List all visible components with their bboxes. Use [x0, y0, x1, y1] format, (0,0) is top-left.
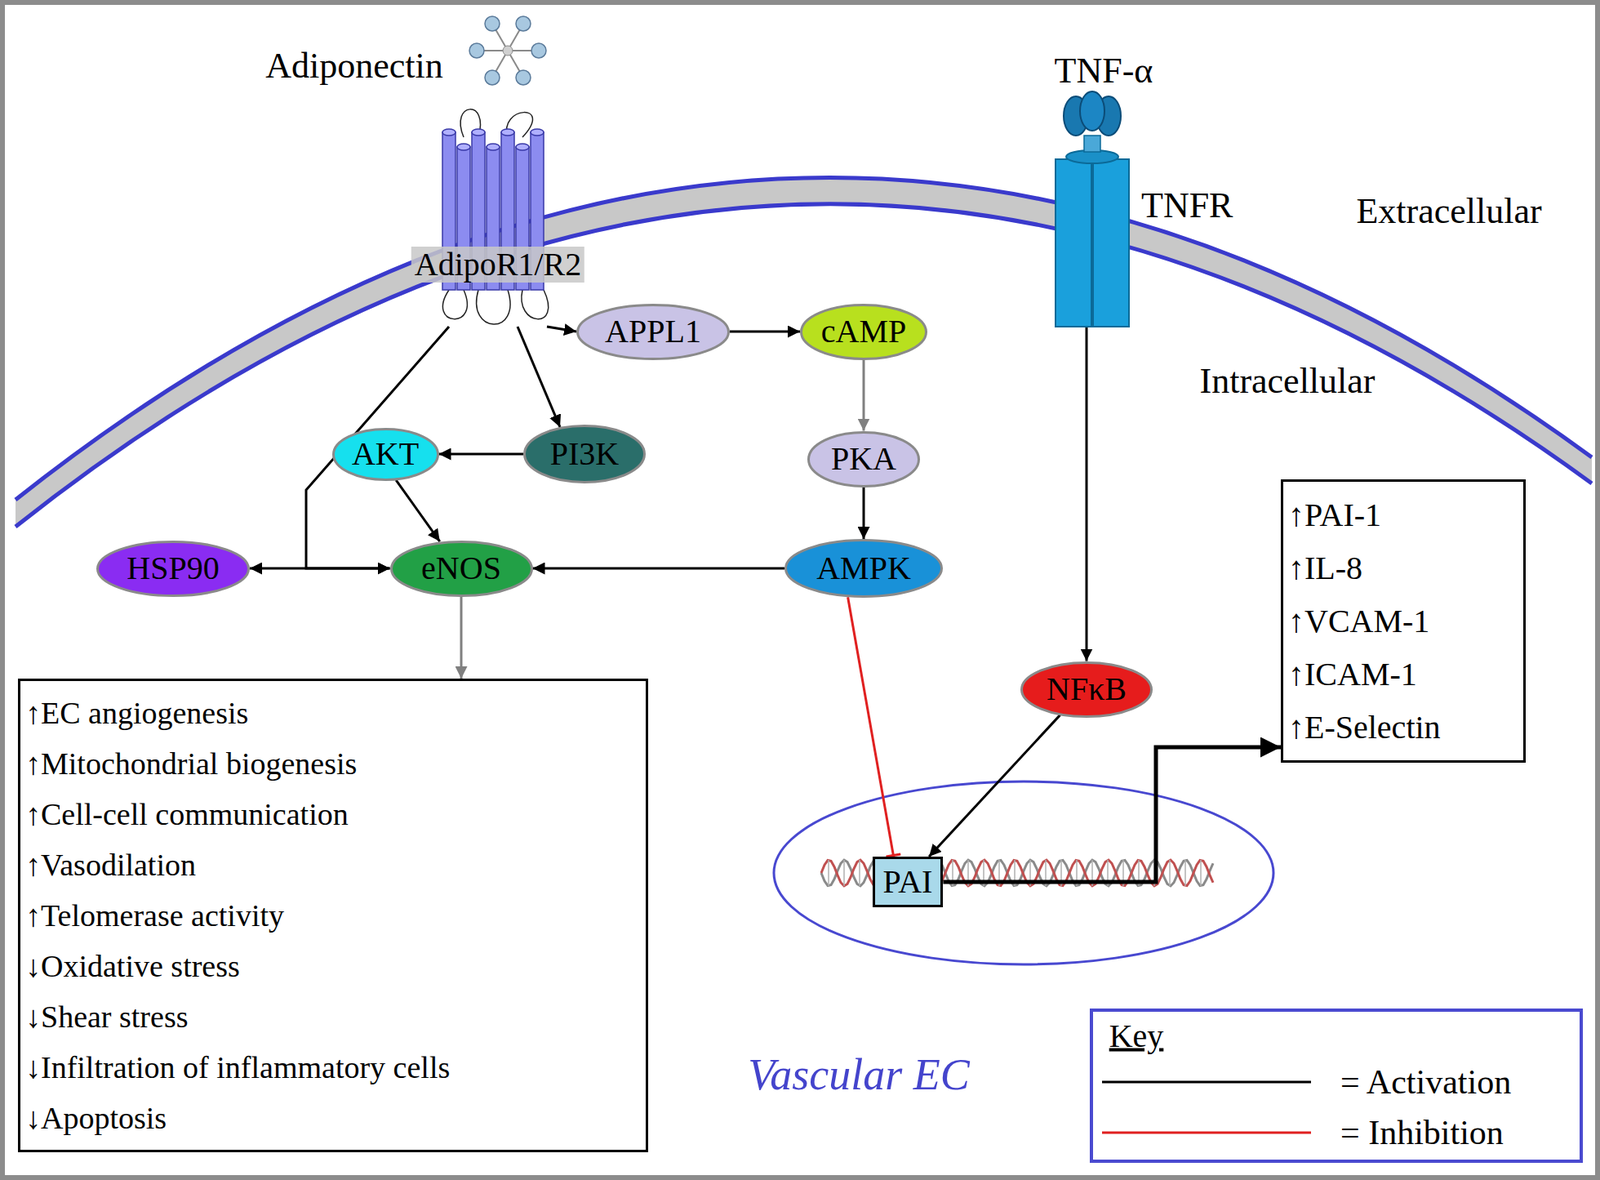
molecule-label: Adiponectin	[265, 44, 444, 87]
activation-connector	[533, 567, 786, 570]
signal-ellipse: PI3K	[523, 424, 646, 484]
activation-connector	[306, 326, 449, 569]
legend-line-sample	[1102, 1124, 1316, 1141]
tnf-alpha-trimer	[1063, 91, 1121, 136]
activation-connector	[862, 487, 866, 540]
legend-text: = Inhibition	[1340, 1112, 1504, 1152]
dna-rung	[1184, 859, 1187, 886]
node-text: eNOS	[421, 550, 502, 587]
activation-connector	[439, 453, 525, 456]
node-text: AKT	[351, 435, 419, 472]
dna-rung	[827, 859, 830, 886]
node-text: ↓Oxidative stress	[25, 940, 636, 992]
node-text: cAMP	[821, 313, 907, 350]
activation-connector	[928, 715, 1061, 857]
node-text: HSP90	[126, 550, 219, 587]
node-text: ↑EC angiogenesis	[25, 687, 636, 738]
node-text: AMPK	[816, 550, 912, 587]
node-text: ↓Shear stress	[25, 991, 636, 1042]
inhibition-connector	[848, 596, 894, 857]
signal-ellipse: HSP90	[96, 540, 250, 597]
activation-connector	[460, 596, 463, 680]
node-text: TNFR	[1141, 186, 1233, 226]
dna-rung	[1168, 859, 1171, 886]
legend-text: = Activation	[1340, 1062, 1512, 1102]
adiponectin-receptor: AdipoR1/R2	[400, 122, 596, 327]
dna-rung	[843, 859, 845, 886]
membrane-band	[15, 177, 1592, 527]
activation-connector	[942, 746, 1281, 882]
signal-ellipse: AMPK	[784, 538, 943, 598]
activation-connector	[1085, 326, 1089, 662]
signal-ellipse: eNOS	[390, 540, 534, 597]
node-text: PI3K	[550, 435, 619, 472]
node-text: PAI	[883, 862, 934, 902]
activation-connector	[546, 326, 577, 332]
adiponectin-molecule	[469, 16, 547, 85]
tnf-receptor: TNFR	[1051, 138, 1264, 327]
legend-row: = Inhibition	[1102, 1111, 1504, 1153]
node-text: ↑VCAM-1	[1288, 594, 1514, 648]
dna-rung	[1200, 859, 1202, 886]
legend-title: Key	[1109, 1016, 1165, 1055]
node-text: ↑Telomerase activity	[25, 889, 636, 941]
node-text: ↑IL-8	[1288, 541, 1514, 595]
gene-box: PAI	[872, 856, 944, 907]
activation-connector	[862, 360, 866, 432]
node-text: ↑ICAM-1	[1288, 647, 1514, 701]
membrane-inner-line	[15, 204, 1592, 527]
molecule-label: TNF-α	[1054, 49, 1154, 92]
receptor-illustration	[1051, 138, 1264, 327]
activation-connector	[395, 480, 440, 542]
upregulated-box: ↑PAI-1↑IL-8↑VCAM-1↑ICAM-1↑E-Selectin	[1280, 479, 1526, 763]
dna-rung	[858, 859, 861, 886]
signal-ellipse: NFκB	[1020, 661, 1153, 718]
activation-connector	[517, 326, 560, 427]
cell-label: Vascular EC	[747, 1048, 970, 1100]
receptor-illustration	[400, 122, 596, 327]
nucleus-outline	[773, 781, 1274, 965]
node-text: ↑Vasodilation	[25, 839, 636, 890]
node-text: ↑Cell-cell communication	[25, 788, 636, 840]
legend-line-sample	[1102, 1073, 1316, 1090]
signal-ellipse: PKA	[807, 431, 920, 488]
effects-box: ↑EC angiogenesis↑Mitochondrial biogenesi…	[17, 678, 649, 1152]
node-text: ↑PAI-1	[1288, 488, 1514, 542]
node-text: PKA	[831, 440, 897, 477]
region-label: Extracellular	[1355, 190, 1542, 232]
node-text: APPL1	[604, 313, 702, 350]
node-text: ↓Infiltration of inflammatory cells	[25, 1041, 636, 1093]
legend-row: = Activation	[1102, 1061, 1512, 1103]
node-text: ↓Apoptosis	[25, 1092, 636, 1143]
region-label: Intracellular	[1200, 360, 1376, 402]
signal-ellipse: APPL1	[576, 303, 730, 360]
node-text: ↑Mitochondrial biogenesis	[25, 737, 636, 789]
legend-frame	[1091, 1009, 1582, 1161]
node-text: NFκB	[1046, 671, 1127, 707]
node-text: AdipoR1/R2	[411, 246, 585, 283]
activation-connector	[729, 330, 800, 334]
signal-ellipse: cAMP	[800, 303, 928, 360]
node-text: ↑E-Selectin	[1288, 700, 1514, 754]
signal-ellipse: AKT	[332, 427, 440, 481]
